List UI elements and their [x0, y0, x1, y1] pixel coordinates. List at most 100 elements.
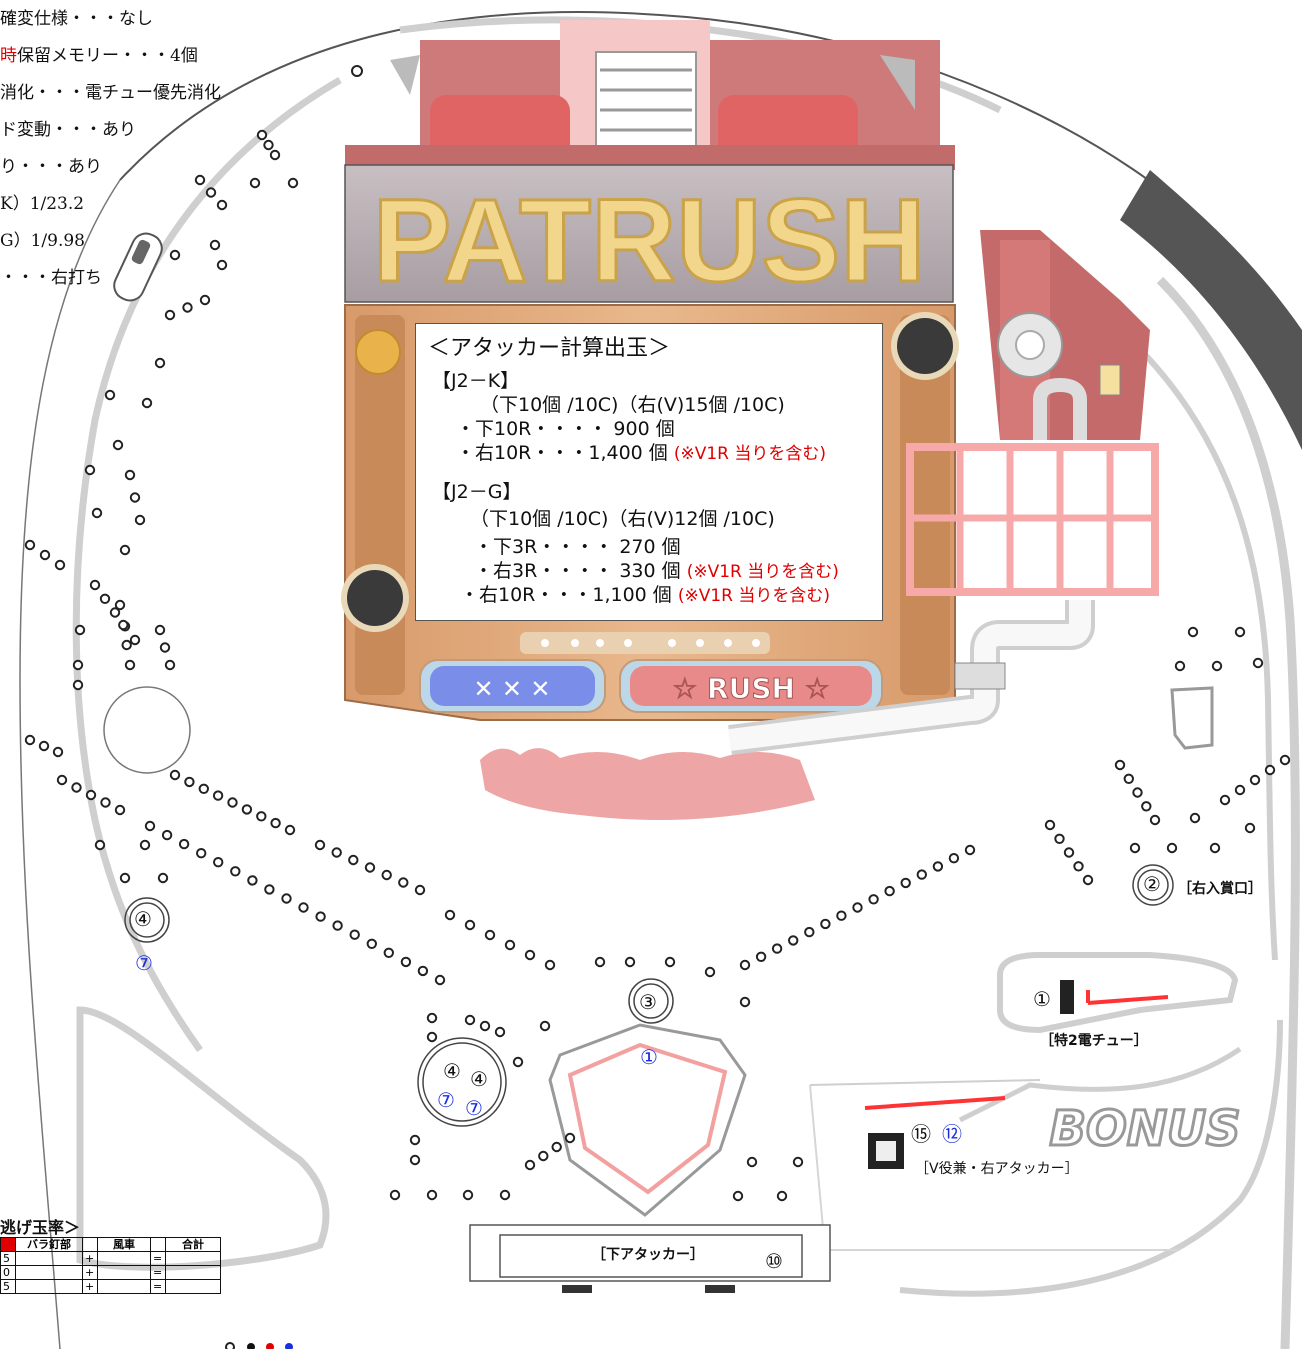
nail-pin: [852, 902, 863, 913]
info-g-line4-note: (※V1R 当りを含む): [677, 586, 831, 606]
nail-pin: [169, 249, 181, 261]
v-attacker-label: ［V役兼・右アタッカー］: [915, 1161, 1079, 1177]
top-ladder: [595, 51, 697, 148]
nail-pin: [383, 947, 394, 958]
nail-pin: [315, 911, 326, 922]
nail-pin: [72, 679, 84, 691]
nail-pin: [409, 1134, 421, 1146]
nail-pin: [194, 174, 206, 186]
nail-pin: [389, 1189, 401, 1201]
nail-pin: [544, 959, 556, 971]
legend-cell: 合計: [165, 1237, 221, 1252]
nail-pin: [739, 959, 751, 971]
right-entry-label: ［右入賞口］: [1178, 881, 1262, 897]
left-guide-device: [113, 232, 163, 302]
nail-pin: [129, 492, 141, 503]
entry-ring: [124, 897, 170, 943]
nail-pin: [121, 639, 132, 651]
nail-pin: [247, 875, 258, 886]
nail-pin: [269, 149, 281, 161]
legend-cell: バラ釘部: [15, 1237, 83, 1252]
nail-pin: [739, 996, 751, 1008]
legend-cell: 5: [0, 1251, 16, 1266]
info-g-header: 【J2－G】: [432, 481, 522, 503]
nail-pin: [464, 919, 476, 931]
nail-pin: [1114, 759, 1126, 771]
nail-pin: [1279, 754, 1291, 766]
nail-pin: [1189, 812, 1201, 824]
nail-pin: [494, 1026, 506, 1038]
legend-row: 5+=: [0, 1279, 221, 1294]
entry-ring: [422, 1042, 502, 1122]
nail-pin: [364, 862, 376, 873]
legend-cell: [150, 1237, 166, 1252]
spec-line: ・・・右打ち: [0, 263, 102, 288]
entry-ring: [628, 978, 674, 1024]
nail-pin: [199, 294, 211, 306]
nail-pin: [1209, 842, 1221, 854]
nail-pin: [1249, 774, 1261, 786]
spec-line: り・・・あり: [0, 152, 102, 177]
nail-pin: [178, 838, 190, 850]
nail-pin: [836, 910, 847, 921]
nail-pin: [198, 783, 210, 794]
nail-pin: [434, 974, 446, 986]
nail-pin: [184, 776, 195, 788]
frame-gear: [355, 329, 401, 375]
board-left-edge: [19, 179, 121, 1349]
nail-pin: [1123, 773, 1135, 784]
nail-pin: [1054, 833, 1065, 844]
nail-pin: [164, 659, 176, 671]
info-g-line3-note: (※V1R 当りを含む): [686, 562, 839, 582]
nail-pin: [1252, 657, 1264, 669]
nail-pin: [157, 872, 169, 884]
spec-line-text: ド変動・・・あり: [0, 120, 136, 140]
left-windmill: [103, 686, 191, 774]
nail-pin: [141, 397, 153, 409]
legend-header-row: バラ釘部風車合計: [0, 1237, 221, 1252]
lower-attacker-label: ［下アタッカー］: [592, 1247, 704, 1263]
nail-pin: [94, 839, 106, 851]
nail-pin: [1166, 842, 1178, 854]
nail-pin: [182, 302, 193, 313]
nail-pin: [270, 817, 281, 829]
nail-pin: [414, 884, 426, 896]
nail-pin: [755, 951, 767, 962]
right-dark-rail: [1120, 170, 1302, 450]
nail-pin: [400, 956, 412, 968]
legend-cell: [82, 1237, 98, 1252]
spec-line: 確変仕様・・・なし: [0, 4, 153, 29]
nail-pin: [900, 877, 911, 889]
entry-ring: [1137, 869, 1169, 901]
nail-pin: [1132, 787, 1143, 798]
legend-cell: [165, 1251, 221, 1266]
nail-pin: [484, 929, 496, 941]
nail-pin: [704, 966, 716, 978]
nail-pin: [1234, 626, 1246, 638]
nail-pin: [109, 607, 121, 618]
info-k-header: 【J2－K】: [432, 370, 520, 392]
legend-cell: [97, 1251, 151, 1266]
nail-pin: [594, 956, 606, 968]
info-title: ＜アタッカー計算出玉＞: [428, 336, 671, 361]
nail-pin: [230, 866, 241, 877]
legend-cell: [97, 1265, 151, 1280]
nail-pin: [114, 804, 126, 816]
spec-line: G）1/9.98: [0, 226, 85, 251]
nail-pin: [366, 938, 377, 949]
nail-pin: [284, 824, 296, 836]
nail-pin: [348, 854, 359, 866]
nail-pin: [417, 965, 429, 977]
right-entry-device: [1170, 686, 1214, 750]
legend-cell: =: [150, 1251, 166, 1266]
nail-pin: [538, 1150, 549, 1162]
nail-pin: [512, 1056, 524, 1068]
nail-pin: [1149, 814, 1161, 826]
info-k-line1: （下10個 /10C)（右(V)15個 /10C): [480, 394, 785, 416]
num-12: ⑫: [942, 1122, 962, 1146]
nail-pin: [24, 539, 36, 551]
nail-pin: [118, 619, 129, 631]
num-3: ③: [639, 990, 657, 1014]
nail-pin: [792, 1156, 804, 1168]
